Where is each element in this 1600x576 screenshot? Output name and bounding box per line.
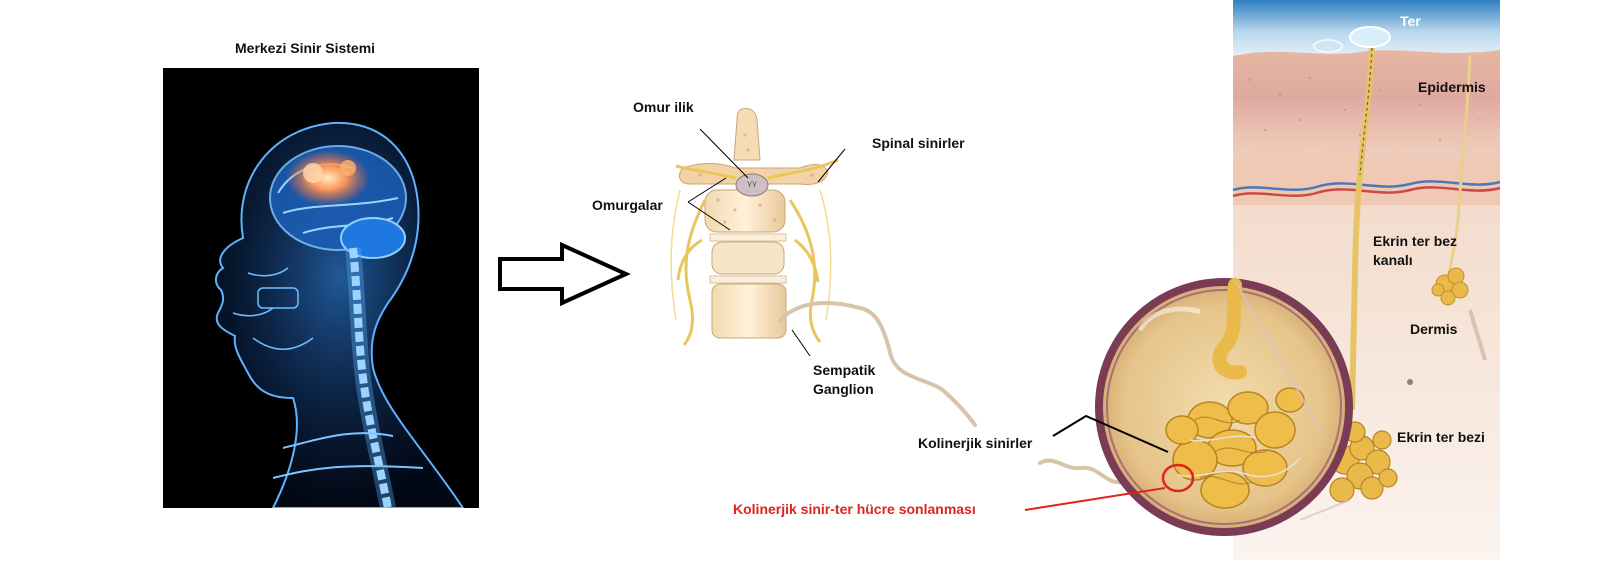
dermis-label: Dermis: [1410, 321, 1458, 337]
spinal-cord-label: Omur ilik: [633, 99, 694, 115]
sweat-gland-label: Ekrin ter bezi: [1397, 429, 1485, 445]
label-pointer-lines: [687, 128, 846, 357]
cns-brain-illustration: [163, 68, 479, 508]
cholinergic-pointer: [1052, 414, 1169, 453]
epidermis-label: Epidermis: [1418, 79, 1486, 95]
skin-cross-section: [1232, 0, 1501, 560]
cholinergic-nerve-fiber: [778, 301, 977, 427]
brain-xray-image: [215, 121, 465, 508]
sympathetic-ganglion-label-line1: Sempatik: [813, 362, 876, 378]
nerve-ending-pointer: [1024, 487, 1166, 511]
nerve-ending-highlight-circle: [1161, 463, 1195, 493]
magnified-gland-lens: [1095, 278, 1353, 536]
sweat-duct-label-line2: kanalı: [1373, 252, 1413, 268]
flow-arrow: [498, 241, 631, 307]
vertebrae-label: Omurgalar: [592, 197, 663, 213]
lens-connector: [1235, 281, 1351, 521]
sweat-duct-label-line1: Ekrin ter bez: [1373, 233, 1458, 249]
spinal-nerves-label: Spinal sinirler: [872, 135, 965, 151]
svg-text:ᵞᵞ: ᵞᵞ: [747, 179, 757, 194]
nerve-ending-label: Kolinerjik sinir-ter hücre sonlanması: [733, 501, 976, 517]
cns-title: Merkezi Sinir Sistemi: [235, 40, 376, 56]
sympathetic-ganglion-label-line2: Ganglion: [813, 381, 874, 397]
sweat-label: Ter: [1400, 13, 1421, 29]
cholinergic-nerves-label: Kolinerjik sinirler: [918, 435, 1033, 451]
spinal-column-illustration: ᵞᵞ: [670, 107, 839, 346]
